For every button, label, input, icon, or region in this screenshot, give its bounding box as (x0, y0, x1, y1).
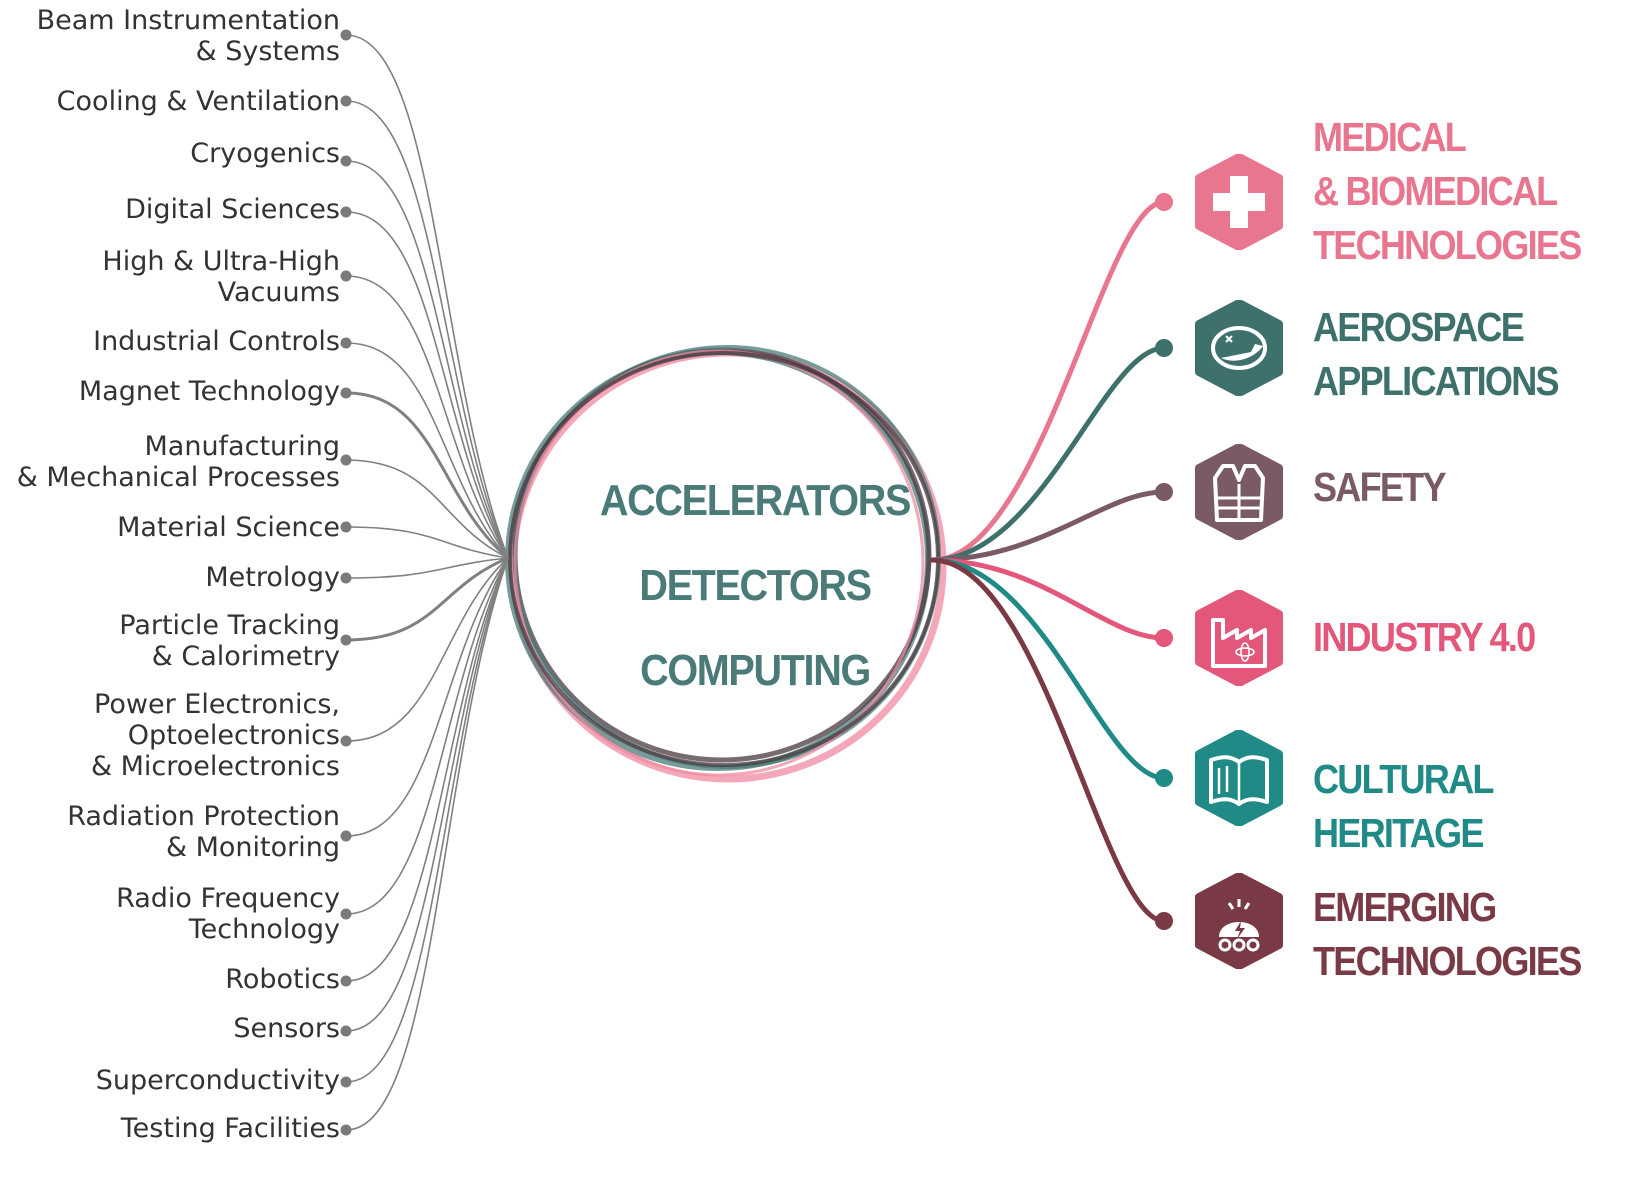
technology-label-radio-frequency-technology: Radio Frequency Technology (116, 883, 340, 945)
technology-label-digital-sciences: Digital Sciences (125, 194, 340, 225)
domain-connector-industry-4-0 (929, 557, 1167, 641)
core-ring-stroke (513, 349, 925, 777)
domain-connectors (929, 193, 1173, 930)
technology-label-power-electronics-optoelectronics-microelectronics: Power Electronics, Optoelectronics & Mic… (90, 689, 340, 782)
domain-label-safety: SAFETY (1313, 464, 1447, 510)
technology-label-high-ultra-high-vacuums: High & Ultra-High Vacuums (102, 246, 340, 308)
technology-connector (345, 100, 509, 559)
technology-connector (345, 557, 509, 1131)
technology-dot (340, 572, 352, 584)
technology-dot (340, 206, 352, 218)
domain-dot (1155, 629, 1173, 647)
technology-dot (340, 337, 352, 349)
domain-dot (1155, 339, 1173, 357)
technology-label-superconductivity: Superconductivity (95, 1065, 340, 1096)
domain-connector-cultural-heritage (929, 557, 1167, 781)
technology-dot (340, 735, 352, 747)
technology-dot (340, 975, 352, 987)
medical-cross-icon (1193, 153, 1285, 251)
domain-label-industry-4-0: INDUSTRY 4.0 (1313, 614, 1536, 660)
technology-label-cooling-ventilation: Cooling & Ventilation (56, 86, 340, 117)
technology-label-magnet-technology: Magnet Technology (78, 376, 340, 407)
technology-dot (340, 270, 352, 282)
technology-connector (345, 557, 509, 742)
domain-connector-safety (929, 489, 1167, 563)
technology-dot (340, 634, 352, 646)
technology-dot (340, 1124, 352, 1136)
safety-vest-icon (1193, 443, 1285, 541)
technology-connector (345, 557, 509, 1032)
technology-connector (345, 557, 509, 1083)
technology-dot (340, 830, 352, 842)
technology-label-radiation-protection-monitoring: Radiation Protection & Monitoring (67, 801, 340, 863)
core-label-accelerators: ACCELERATORS (599, 476, 912, 525)
technology-connector (345, 459, 509, 559)
technology-connector (345, 275, 509, 559)
technology-connector (345, 342, 509, 559)
technology-label-particle-tracking-calorimetry: Particle Tracking & Calorimetry (119, 610, 340, 672)
technology-connector (345, 391, 509, 560)
technology-label-robotics: Robotics (225, 964, 340, 995)
domain-dot (1155, 912, 1173, 930)
technology-label-material-science: Material Science (117, 512, 340, 543)
technology-connector (345, 34, 509, 559)
domain-label-medical-biomedical-technologies: MEDICAL & BIOMEDICAL TECHNOLOGIES (1313, 114, 1582, 268)
domain-label-cultural-heritage: CULTURAL HERITAGE (1313, 756, 1494, 856)
technology-connector (345, 557, 509, 579)
technology-label-testing-facilities: Testing Facilities (120, 1113, 340, 1144)
technology-connector (345, 160, 509, 559)
domain-label-aerospace-applications: AEROSPACE APPLICATIONS (1313, 304, 1560, 404)
domain-dot (1155, 193, 1173, 211)
core-label-detectors: DETECTORS (639, 561, 872, 610)
technology-dot (340, 908, 352, 920)
technology-connector (345, 557, 509, 915)
technology-label-beam-instrumentation-systems: Beam Instrumentation & Systems (36, 5, 340, 67)
technology-dot (340, 95, 352, 107)
domain-dot (1155, 483, 1173, 501)
technology-label-metrology: Metrology (205, 562, 340, 593)
technology-dot (340, 29, 352, 41)
domain-dot (1155, 769, 1173, 787)
domain-label-emerging-technologies: EMERGING TECHNOLOGIES (1313, 884, 1582, 984)
technology-dot (340, 387, 352, 399)
domain-connector-emerging-technologies (929, 557, 1167, 924)
core-label-computing: COMPUTING (640, 646, 871, 695)
technology-dot (340, 1025, 352, 1037)
technology-connector (345, 557, 509, 982)
technology-label-manufacturing-mechanical-processes: Manufacturing & Mechanical Processes (16, 431, 340, 493)
technology-connector (345, 211, 509, 559)
technology-connectors (340, 29, 509, 1136)
technology-dot (340, 521, 352, 533)
technology-label-sensors: Sensors (233, 1013, 340, 1044)
domain-connector-medical-biomedical-technologies (929, 199, 1167, 563)
factory-atom-icon (1193, 589, 1285, 687)
technology-dot (340, 454, 352, 466)
technology-dot (340, 155, 352, 167)
technology-label-industrial-controls: Industrial Controls (93, 326, 340, 357)
domain-connector-aerospace-applications (929, 345, 1167, 563)
technology-dot (340, 1076, 352, 1088)
technology-label-cryogenics: Cryogenics (190, 138, 340, 169)
robot-lightning-icon (1193, 872, 1285, 970)
technology-connector (345, 526, 509, 559)
airplane-globe-icon (1193, 299, 1285, 397)
technology-connector (345, 556, 509, 642)
open-book-icon (1193, 729, 1285, 827)
technology-connector (345, 557, 509, 837)
